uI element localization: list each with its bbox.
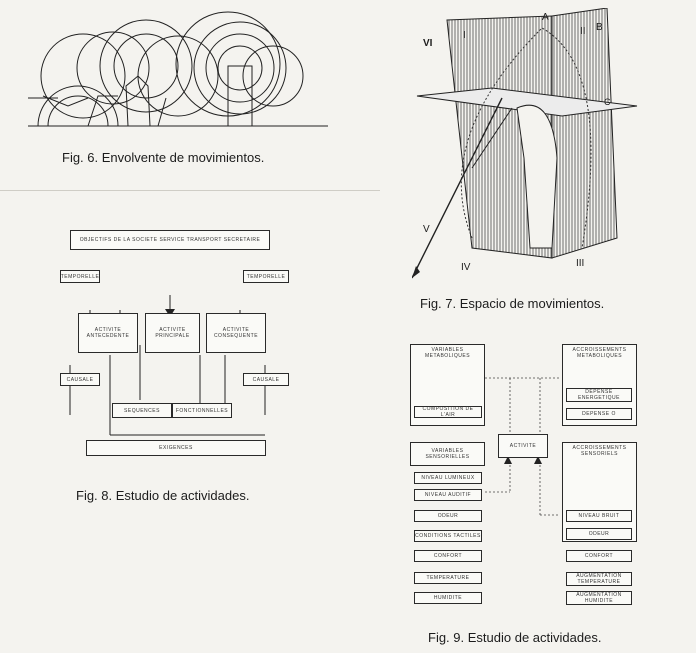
fig9-var-sens: VARIABLES SENSORIELLES [410, 442, 485, 466]
fig8-box-activite-ant: ACTIVITE ANTECEDENTE [78, 313, 138, 353]
fig9-confort-right: CONFORT [566, 550, 632, 562]
fig8-box-causale-right: CAUSALE [243, 373, 289, 386]
fig6-illustration [28, 11, 328, 127]
fig9-composition: COMPOSITION DE L'AIR [414, 406, 482, 418]
fig8-box-top: OBJECTIFS DE LA SOCIETE SERVICE TRANSPOR… [70, 230, 270, 250]
fig9-caption: Fig. 9. Estudio de actividades. [428, 630, 602, 645]
fig9-niveau-lum: NIVEAU LUMINEUX [414, 472, 482, 484]
fig8-box-temporel-right: TEMPORELLE [243, 270, 289, 283]
fig7-label-a: A [542, 12, 549, 23]
fig7-label-iv: IV [461, 262, 471, 273]
fig9-depense-ener: DEPENSE ENERGETIQUE [566, 388, 632, 402]
fig9-depense-o: DEPENSE O [566, 408, 632, 420]
fig9-augm-hum: AUGMENTATION HUMIDITE [566, 591, 632, 605]
fig9-odeur-right: ODEUR [566, 528, 632, 540]
fig8-box-temporel-left: TEMPORELLE [60, 270, 100, 283]
fig7-label-ii: II [580, 26, 586, 37]
fig9-augm-temp: AUGMENTATION TEMPERATURE [566, 572, 632, 586]
fig9-odeur-left: ODEUR [414, 510, 482, 522]
fig7-label-c: C [604, 97, 611, 107]
fig7-label-i: I [463, 30, 466, 41]
fig9-activite: ACTIVITE [498, 434, 548, 458]
fig7-label-vi: VI [423, 38, 433, 49]
fig9-temperature: TEMPERATURE [414, 572, 482, 584]
fig7-caption: Fig. 7. Espacio de movimientos. [420, 296, 605, 311]
fig8-box-fonctionnelles: FONCTIONNELLES [172, 403, 232, 418]
fig7-illustration [412, 8, 638, 279]
fig8-box-exigences: EXIGENCES [86, 440, 266, 456]
fig9-niveau-bruit: NIVEAU BRUIT [566, 510, 632, 522]
fig7-label-iii: III [576, 258, 585, 269]
fig8-caption: Fig. 8. Estudio de actividades. [76, 488, 250, 503]
fig8-box-activite-princ: ACTIVITE PRINCIPALE [145, 313, 200, 353]
fig8-box-activite-cons: ACTIVITE CONSEQUENTE [206, 313, 266, 353]
fig9-humidite: HUMIDITE [414, 592, 482, 604]
fig7-label-v: V [423, 224, 430, 235]
fig8-box-sequences: SEQUENCES [112, 403, 172, 418]
fig8-box-causale-left: CAUSALE [60, 373, 100, 386]
fig9-niveau-aud: NIVEAU AUDITIF [414, 489, 482, 501]
fig9-acc-sens: ACCROISSEMENTS SENSORIELS [562, 442, 637, 542]
fig9-confort-left: CONFORT [414, 550, 482, 562]
fig7-label-b: B [596, 22, 603, 33]
fig9-cond-tact: CONDITIONS TACTILES [414, 530, 482, 542]
fig6-caption: Fig. 6. Envolvente de movimientos. [62, 150, 265, 165]
divider [0, 190, 380, 191]
